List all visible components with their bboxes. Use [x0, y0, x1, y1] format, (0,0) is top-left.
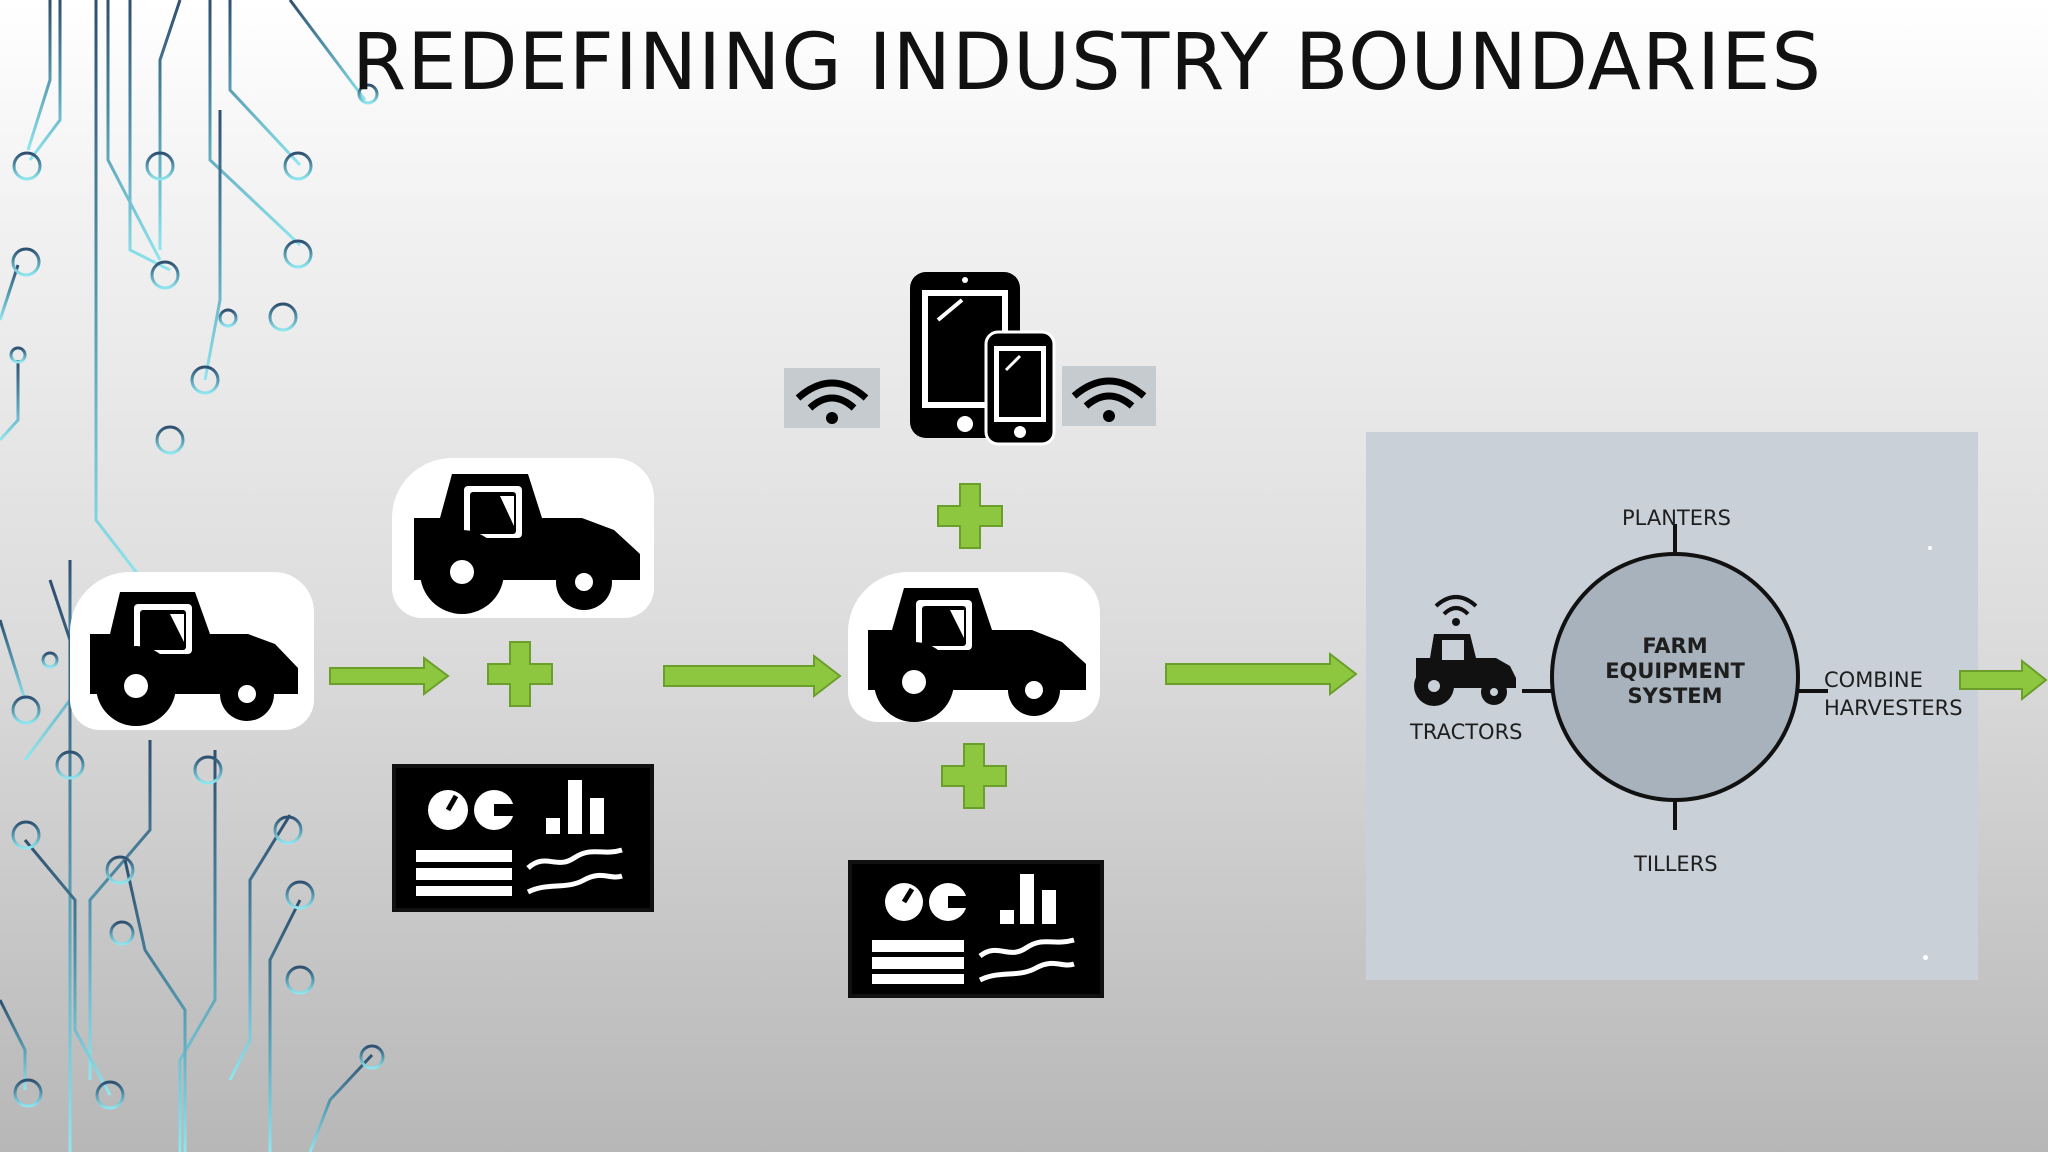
tablet-phone-icon: [908, 270, 1056, 446]
plus-icon-1: [486, 640, 554, 708]
dashboard-icon-2: [848, 860, 1104, 998]
panel-dot: [1923, 955, 1928, 960]
wifi-icon-right: [1062, 366, 1156, 426]
tractor-icon: [414, 474, 640, 614]
system-circle: FARM EQUIPMENT SYSTEM: [1550, 552, 1800, 802]
flow-arrow-2: [662, 654, 842, 698]
connector-bottom: [1673, 800, 1677, 830]
tractor-3: [848, 572, 1100, 722]
label-harvesters: HARVESTERS: [1824, 696, 1963, 720]
wifi-icon: [1071, 377, 1147, 422]
label-tillers: TILLERS: [1634, 852, 1718, 876]
plus-icon-2: [936, 482, 1004, 550]
connected-tractor-icon: [1414, 595, 1516, 706]
flow-arrow-3: [1164, 652, 1358, 696]
system-center-label: FARM EQUIPMENT SYSTEM: [1605, 634, 1745, 708]
connector-top: [1673, 524, 1677, 554]
flow-arrow-4: [1958, 659, 2048, 701]
label-combine: COMBINE: [1824, 668, 1923, 692]
circuit-decoration: [0, 0, 385, 1152]
connector-right: [1798, 689, 1828, 693]
tractor-icon: [90, 592, 298, 726]
slide-title: REDEFINING INDUSTRY BOUNDARIES: [352, 18, 1822, 108]
tractor-2: [392, 458, 654, 618]
tractor-1: [70, 572, 314, 730]
flow-arrow-1: [328, 656, 450, 696]
connector-left: [1522, 689, 1552, 693]
dashboard-icon-1: [392, 764, 654, 912]
label-tractors: TRACTORS: [1410, 720, 1523, 744]
tractor-icon: [868, 588, 1086, 722]
farm-equipment-system-diagram: FARM EQUIPMENT SYSTEM PLANTERS TILLERS T…: [1366, 432, 1978, 980]
panel-dot: [1928, 546, 1932, 550]
plus-icon-3: [940, 742, 1008, 810]
label-planters: PLANTERS: [1622, 506, 1731, 530]
wifi-icon: [795, 379, 869, 424]
wifi-icon-left: [784, 368, 880, 428]
